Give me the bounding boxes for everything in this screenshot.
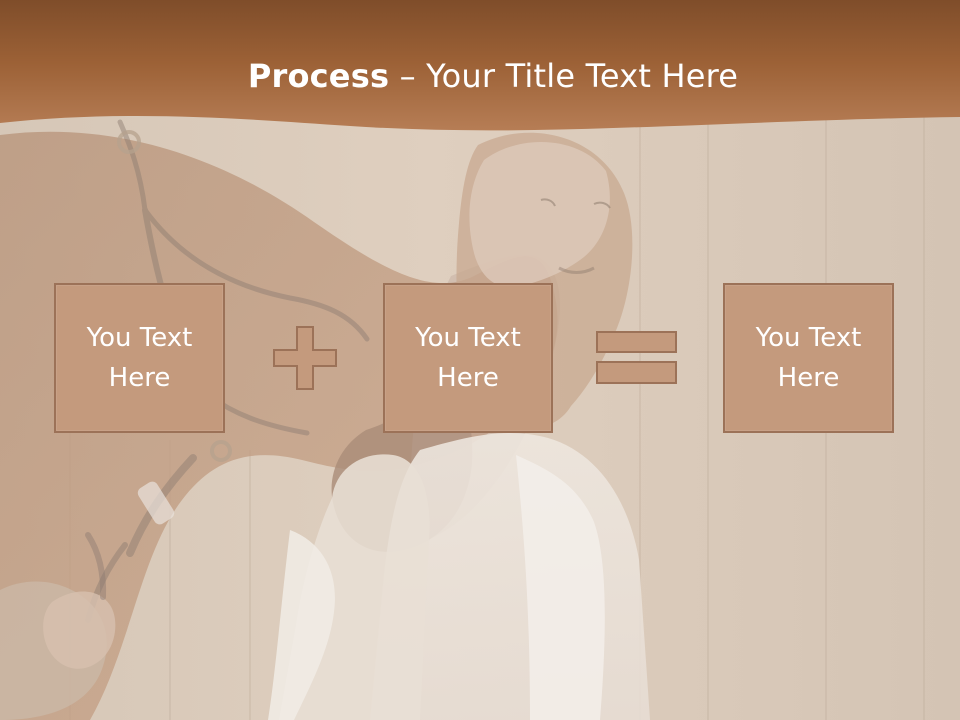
process-box-2[interactable]: You Text Here — [383, 283, 553, 433]
plus-icon — [273, 326, 337, 390]
title-remaining-text: – Your Title Text Here — [389, 57, 739, 95]
process-box-1[interactable]: You Text Here — [54, 283, 225, 433]
process-box-text: You Text Here — [755, 323, 862, 393]
equals-icon — [596, 331, 677, 384]
process-box-text: You Text Here — [415, 323, 521, 393]
process-box-text: You Text Here — [86, 323, 193, 393]
title-bold-word: Process — [247, 57, 390, 95]
slide-title: Process – Your Title Text Here — [0, 54, 960, 98]
title-header-band — [0, 0, 960, 131]
process-box-3[interactable]: You Text Here — [723, 283, 894, 433]
